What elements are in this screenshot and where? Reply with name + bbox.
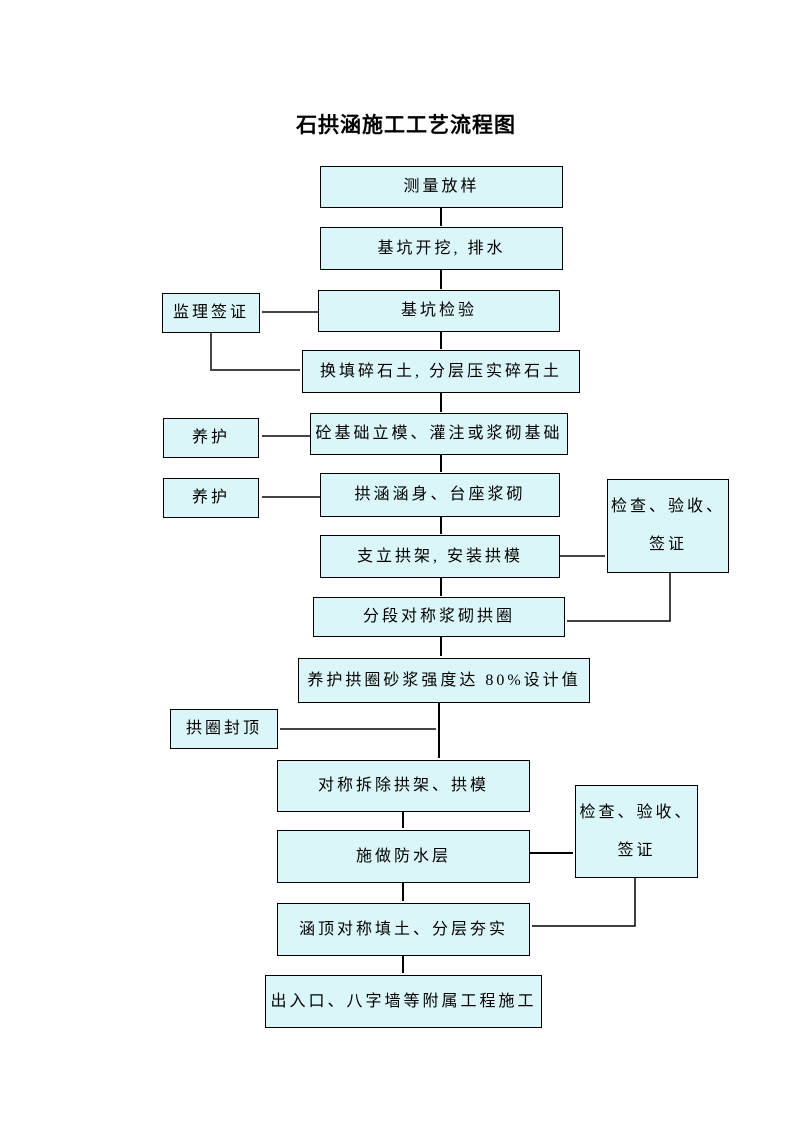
flow-step-mortar-curing-80pct: 养护拱圈砂浆强度达 80%设计值 <box>298 658 590 703</box>
flow-step-pit-inspection: 基坑检验 <box>318 290 560 332</box>
flow-step-gravel-backfill: 换填碎石土, 分层压实碎石土 <box>302 350 580 393</box>
inspection-signature-2-line-1: 检查、验收、 <box>579 803 694 821</box>
side-box-inspection-acceptance-signature-1: 检查、验收、 签证 <box>607 479 729 573</box>
side-box-inspection-acceptance-signature-2: 检查、验收、 签证 <box>575 785 698 878</box>
flow-step-arch-ring-masonry: 分段对称浆砌拱圈 <box>313 597 565 637</box>
flow-step-remove-centering: 对称拆除拱架、拱模 <box>277 760 530 812</box>
inspection-signature-1-line-2: 签证 <box>648 536 687 553</box>
flow-step-waterproof-layer: 施做防水层 <box>277 830 530 883</box>
side-box-curing-1: 养护 <box>163 418 259 458</box>
flow-step-excavation-drainage: 基坑开挖, 排水 <box>320 227 563 270</box>
connector-inspection-2-to-top-backfill <box>532 878 636 927</box>
side-box-arch-capping: 拱圈封顶 <box>170 709 278 749</box>
connector-supervisor-sign-to-backfill <box>210 333 300 371</box>
flow-step-arch-centering-install: 支立拱架, 安装拱模 <box>320 535 560 578</box>
flow-step-culvert-body-masonry: 拱涵涵身、台座浆砌 <box>320 473 560 517</box>
side-box-supervisor-signature: 监理签证 <box>162 293 260 333</box>
flow-step-concrete-foundation: 砼基础立模、灌注或浆砌基础 <box>310 413 568 455</box>
inspection-signature-1-line-1: 检查、验收、 <box>610 498 725 515</box>
connector-inspection-1-to-arch-ring <box>567 573 671 622</box>
flow-step-auxiliary-works: 出入口、八字墙等附属工程施工 <box>265 975 542 1028</box>
page-title: 石拱涵施工工艺流程图 <box>296 114 516 137</box>
flow-step-survey-layout: 测量放样 <box>320 166 563 208</box>
flow-step-top-backfill-compaction: 涵顶对称填土、分层夯实 <box>277 903 530 956</box>
inspection-signature-2-line-2: 签证 <box>617 841 656 859</box>
side-box-curing-2: 养护 <box>163 478 259 518</box>
